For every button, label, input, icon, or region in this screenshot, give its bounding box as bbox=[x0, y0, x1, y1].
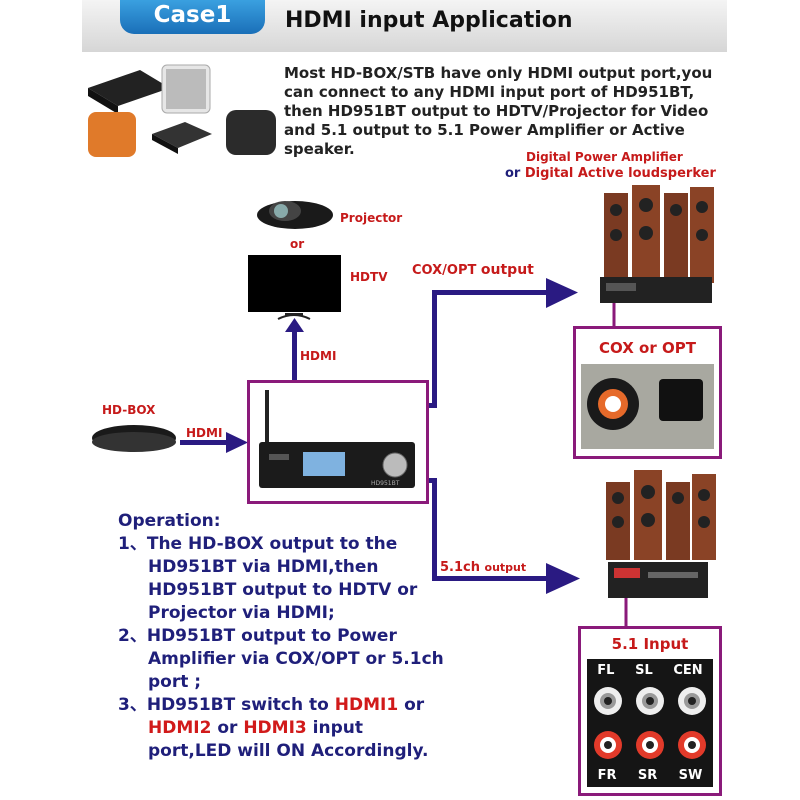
rca-jacks bbox=[594, 687, 706, 759]
hdtv-image bbox=[248, 255, 341, 320]
input51-panel: 5.1 Input FL SL CEN FR SR SW bbox=[578, 626, 722, 796]
ch51-output-prefix: 5.1ch bbox=[440, 560, 480, 575]
cox-horizontal bbox=[432, 290, 548, 295]
rca-label-sl: SL bbox=[635, 663, 653, 678]
ch51-stub bbox=[425, 478, 437, 483]
ch51-output-label: 5.1ch output bbox=[440, 560, 526, 575]
operation-step-3: 3、HD951BT switch to HDMI1 or HDMI2 or HD… bbox=[118, 695, 429, 761]
ch51-output-suffix: output bbox=[484, 561, 527, 574]
hdbox-label: HD-BOX bbox=[102, 403, 156, 417]
rca-label-sr: SR bbox=[637, 768, 658, 783]
ch51-horizontal bbox=[432, 576, 550, 581]
ch51-arrowhead bbox=[546, 563, 580, 594]
hdmi-in-line bbox=[180, 440, 230, 445]
rca-jack-sw bbox=[678, 731, 706, 759]
amp-label-line2: or Digital Active loudsperker bbox=[505, 166, 716, 181]
amp-label-line1: Digital Power Amplifier bbox=[526, 150, 683, 164]
rca-label-sw: SW bbox=[678, 768, 703, 783]
hd951bt-device-image: HD951BT bbox=[259, 390, 415, 488]
speaker-set-bottom bbox=[606, 470, 716, 598]
rca-board: FL SL CEN FR SR SW bbox=[587, 659, 713, 787]
rca-label-cen: CEN bbox=[673, 663, 703, 678]
device-model-text: HD951BT bbox=[371, 480, 400, 487]
ch51-vertical bbox=[432, 478, 437, 581]
projector-label: Projector bbox=[340, 211, 403, 225]
operation-heading: Operation: bbox=[118, 511, 221, 531]
hdmi-in-arrowhead bbox=[226, 432, 248, 453]
cox-stub bbox=[425, 403, 437, 408]
cox-output-suffix: output bbox=[480, 262, 534, 278]
rca-jack-fr bbox=[594, 731, 622, 759]
rca-label-fl: FL bbox=[597, 663, 615, 678]
hdbox-image bbox=[92, 425, 176, 452]
rca-bottom-labels: FR SR SW bbox=[587, 768, 713, 783]
hdtv-label: HDTV bbox=[350, 270, 388, 284]
speaker-set-top bbox=[600, 185, 714, 303]
stb-thumbnail-5 bbox=[226, 110, 276, 155]
rca-jack-fl bbox=[594, 687, 622, 715]
rca-top-labels: FL SL CEN bbox=[587, 663, 713, 678]
operation-section: Operation: 1、The HD-BOX output to the HD… bbox=[118, 510, 448, 763]
stb-thumbnail-4 bbox=[152, 122, 212, 154]
cox-output-label: COX/OPT output bbox=[412, 262, 534, 278]
stb-thumbnail-3 bbox=[88, 112, 136, 157]
case-tab: Case1 bbox=[120, 0, 265, 34]
cox-port-image bbox=[581, 364, 714, 449]
rca-jack-cen bbox=[678, 687, 706, 715]
stb-thumbnail-1 bbox=[88, 70, 170, 114]
stb-thumbnail-2 bbox=[161, 64, 211, 114]
cox-arrowhead bbox=[546, 278, 578, 308]
hdmi-up-arrowhead bbox=[285, 318, 304, 332]
operation-step-1: 1、The HD-BOX output to the HD951BT via H… bbox=[118, 534, 418, 623]
hdmi-in-label: HDMI bbox=[186, 426, 223, 440]
stb-thumbnails bbox=[88, 64, 276, 157]
hdmi-up-label: HDMI bbox=[300, 349, 337, 363]
rca-jack-sl bbox=[636, 687, 664, 715]
amp-or: or bbox=[505, 166, 521, 181]
amp-line2-text: Digital Active loudsperker bbox=[524, 166, 716, 181]
cox-panel: COX or OPT bbox=[573, 326, 722, 459]
rca-label-fr: FR bbox=[597, 768, 617, 783]
intro-text: Most HD-BOX/STB have only HDMI output po… bbox=[284, 64, 713, 158]
projector-image bbox=[257, 201, 333, 229]
input51-panel-title: 5.1 Input bbox=[611, 635, 689, 653]
or-label: or bbox=[290, 237, 305, 251]
operation-step-2: 2、HD951BT output to Power Amplifier via … bbox=[118, 626, 444, 692]
cox-panel-title: COX or OPT bbox=[599, 339, 696, 357]
cox-vertical bbox=[432, 290, 437, 408]
hdmi-up-line bbox=[292, 325, 297, 381]
page-title: HDMI input Application bbox=[285, 8, 573, 33]
rca-jack-sr bbox=[636, 731, 664, 759]
cox-output-prefix: COX/OPT bbox=[412, 263, 477, 278]
